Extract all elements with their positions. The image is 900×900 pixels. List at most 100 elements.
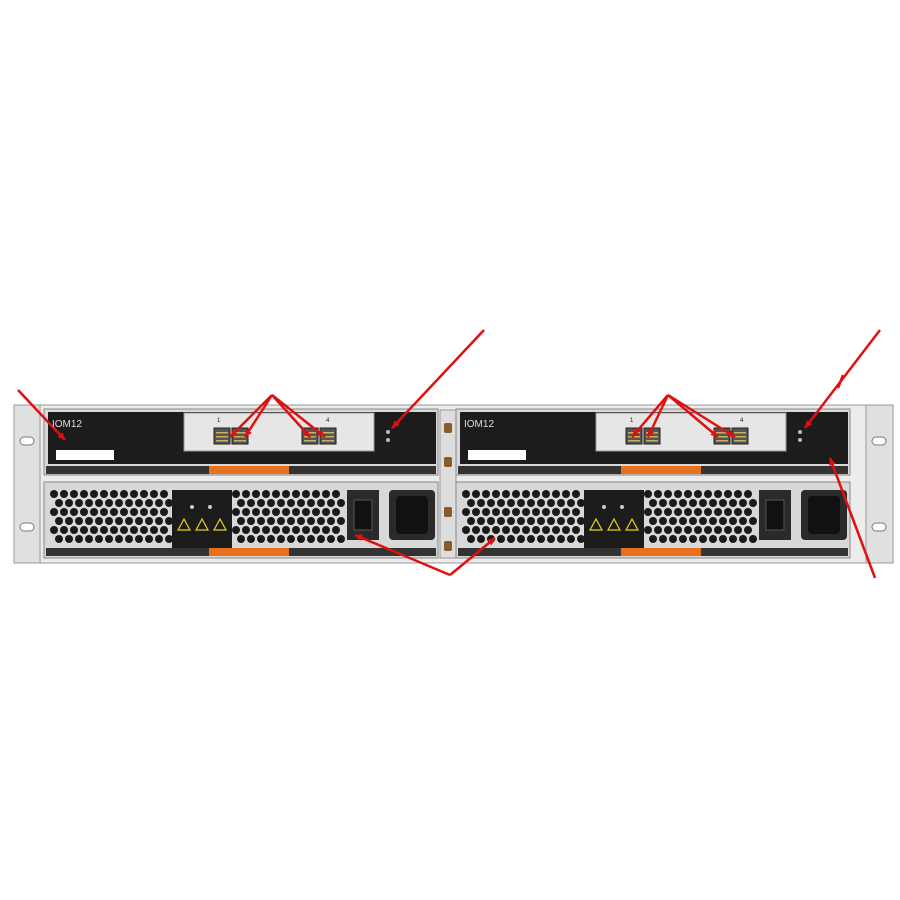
- vent-hole: [492, 490, 500, 498]
- center-indicator-icon: [444, 457, 452, 467]
- arrowhead-icon: [355, 534, 363, 542]
- port-contact: [734, 436, 746, 438]
- vent-hole: [724, 526, 732, 534]
- led-icon: [798, 430, 802, 434]
- vent-hole: [562, 508, 570, 516]
- port-contact: [734, 432, 746, 434]
- vent-hole: [462, 526, 470, 534]
- vent-hole: [719, 499, 727, 507]
- led-icon: [798, 438, 802, 442]
- vent-hole: [257, 517, 265, 525]
- vent-hole: [262, 490, 270, 498]
- vent-hole: [277, 535, 285, 543]
- vent-hole: [322, 508, 330, 516]
- vent-hole: [497, 535, 505, 543]
- vent-hole: [337, 499, 345, 507]
- vent-hole: [65, 517, 73, 525]
- vent-hole: [85, 535, 93, 543]
- vent-hole: [337, 517, 345, 525]
- callout-arrow: [667, 393, 736, 439]
- vent-hole: [130, 526, 138, 534]
- port-contact: [716, 436, 728, 438]
- callout-arrow: [449, 537, 496, 576]
- vent-hole: [664, 526, 672, 534]
- vent-hole: [165, 499, 173, 507]
- ear-slot: [871, 436, 887, 446]
- arrowhead-icon: [230, 429, 238, 437]
- vent-hole: [729, 517, 737, 525]
- port-contact: [304, 432, 316, 434]
- vent-hole: [729, 535, 737, 543]
- arrowhead-icon: [392, 420, 400, 428]
- port-contact: [646, 436, 658, 438]
- vent-hole: [527, 517, 535, 525]
- vent-hole: [679, 517, 687, 525]
- vent-hole: [532, 508, 540, 516]
- vent-hole: [105, 535, 113, 543]
- vent-hole: [507, 535, 515, 543]
- port-contact: [234, 432, 246, 434]
- callout-arrow: [667, 394, 719, 438]
- vent-hole: [312, 508, 320, 516]
- vent-hole: [257, 535, 265, 543]
- port-contact: [216, 436, 228, 438]
- vent-hole: [517, 535, 525, 543]
- vent-hole: [100, 526, 108, 534]
- orange-latch: [209, 548, 289, 556]
- vent-hole: [135, 499, 143, 507]
- vent-hole: [739, 517, 747, 525]
- vent-hole: [744, 490, 752, 498]
- vent-hole: [649, 499, 657, 507]
- vent-hole: [709, 499, 717, 507]
- vent-hole: [80, 508, 88, 516]
- arrowhead-icon: [805, 420, 813, 428]
- vent-hole: [537, 499, 545, 507]
- vent-hole: [327, 517, 335, 525]
- vent-hole: [65, 535, 73, 543]
- vent-hole: [497, 499, 505, 507]
- vent-hole: [649, 535, 657, 543]
- vent-hole: [322, 490, 330, 498]
- vent-hole: [644, 508, 652, 516]
- vent-hole: [150, 526, 158, 534]
- vent-hole: [744, 526, 752, 534]
- vent-hole: [95, 535, 103, 543]
- vent-hole: [699, 517, 707, 525]
- warning-icon: [194, 517, 210, 531]
- vent-hole: [145, 535, 153, 543]
- port-contact: [322, 436, 334, 438]
- vent-hole: [252, 490, 260, 498]
- port-contact: [322, 440, 334, 442]
- vent-hole: [482, 508, 490, 516]
- vent-hole: [749, 499, 757, 507]
- vent-hole: [482, 490, 490, 498]
- vent-hole: [472, 526, 480, 534]
- port-contact: [234, 440, 246, 442]
- arrowhead-icon: [710, 429, 718, 437]
- ear-slot: [871, 522, 887, 532]
- vent-hole: [80, 526, 88, 534]
- vent-hole: [105, 517, 113, 525]
- vent-hole: [317, 535, 325, 543]
- vent-hole: [130, 508, 138, 516]
- vent-hole: [734, 526, 742, 534]
- vent-hole: [739, 535, 747, 543]
- vent-hole: [664, 508, 672, 516]
- ear-slot: [19, 436, 35, 446]
- vent-hole: [537, 517, 545, 525]
- vent-hole: [292, 526, 300, 534]
- vent-hole: [689, 517, 697, 525]
- vent-hole: [247, 517, 255, 525]
- vent-hole: [477, 499, 485, 507]
- callout-arrow: [271, 394, 311, 438]
- vent-hole: [90, 508, 98, 516]
- vent-hole: [714, 490, 722, 498]
- led-icon: [620, 505, 624, 509]
- vent-hole: [694, 526, 702, 534]
- vent-hole: [654, 490, 662, 498]
- vent-hole: [734, 490, 742, 498]
- callout-arrow: [391, 329, 485, 429]
- vent-hole: [542, 490, 550, 498]
- vent-hole: [327, 499, 335, 507]
- vent-hole: [552, 490, 560, 498]
